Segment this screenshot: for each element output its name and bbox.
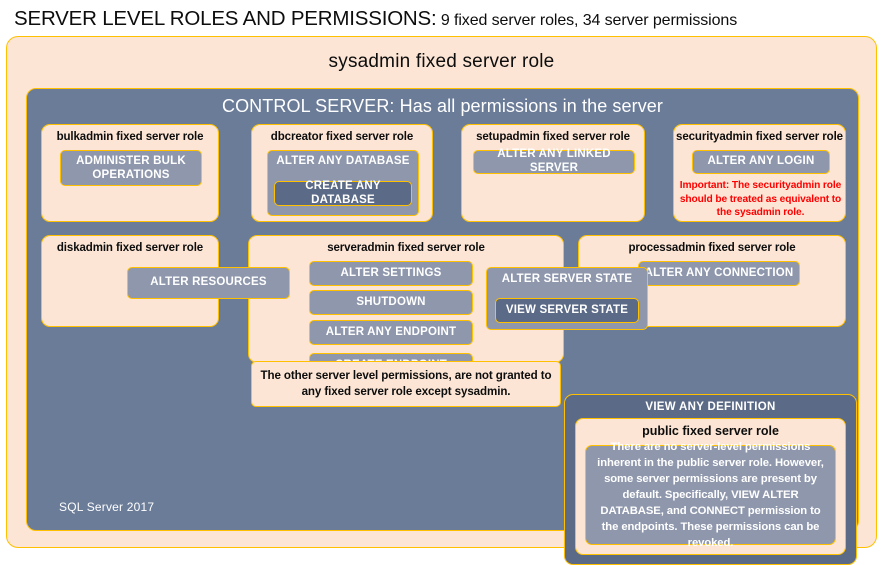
role-card-dbcreator: dbcreator fixed server role ALTER ANY DA… <box>251 124 433 222</box>
other-permissions-note: The other server level permissions, are … <box>251 361 561 407</box>
securityadmin-important-note: Important: The securityadmin role should… <box>679 180 842 219</box>
permission-alter-any-connection[interactable]: ALTER ANY CONNECTION <box>638 261 800 286</box>
sysadmin-role-container: sysadmin fixed server role CONTROL SERVE… <box>6 36 877 565</box>
role-title-diskadmin: diskadmin fixed server role <box>56 242 204 254</box>
view-any-definition-label: VIEW ANY DEFINITION <box>645 401 776 413</box>
role-title-bulkadmin: bulkadmin fixed server role <box>56 131 204 143</box>
permission-alter-resources[interactable]: ALTER RESOURCES <box>127 267 290 299</box>
permission-administer-bulk-operations[interactable]: ADMINISTER BULK OPERATIONS <box>60 150 202 186</box>
role-title-processadmin: processadmin fixed server role <box>628 242 796 254</box>
permission-alter-server-state-label: ALTER SERVER STATE <box>501 273 633 285</box>
permission-alter-any-login[interactable]: ALTER ANY LOGIN <box>692 150 830 174</box>
permission-alter-any-database-label: ALTER ANY DATABASE <box>276 155 410 167</box>
role-card-securityadmin: securityadmin fixed server role ALTER AN… <box>673 124 846 222</box>
permission-shutdown[interactable]: SHUTDOWN <box>309 290 473 315</box>
role-card-public: public fixed server role There are no se… <box>575 418 846 555</box>
page-title-strong: SERVER LEVEL ROLES AND PERMISSIONS: <box>14 7 437 30</box>
permission-create-any-database[interactable]: CREATE ANY DATABASE <box>274 180 412 206</box>
role-title-serveradmin: serveradmin fixed server role <box>327 242 485 254</box>
sql-version-label: SQL Server 2017 <box>59 500 155 514</box>
page-title: SERVER LEVEL ROLES AND PERMISSIONS: 9 fi… <box>14 7 874 33</box>
role-card-bulkadmin: bulkadmin fixed server role ADMINISTER B… <box>41 124 219 222</box>
permission-alter-any-linked-server[interactable]: ALTER ANY LINKED SERVER <box>473 148 635 174</box>
role-title-setupadmin: setupadmin fixed server role <box>476 131 630 143</box>
role-title-public: public fixed server role <box>642 424 779 438</box>
view-any-definition-container: VIEW ANY DEFINITION public fixed server … <box>564 394 857 565</box>
role-card-setupadmin: setupadmin fixed server role ALTER ANY L… <box>461 124 645 222</box>
control-server-label: CONTROL SERVER: Has all permissions in t… <box>221 96 664 116</box>
page-title-subtext: 9 fixed server roles, 34 server permissi… <box>436 12 738 29</box>
public-role-description: There are no server-level permissions in… <box>585 441 836 549</box>
sysadmin-role-label: sysadmin fixed server role <box>328 51 555 72</box>
role-title-dbcreator: dbcreator fixed server role <box>270 131 414 143</box>
permission-view-server-state[interactable]: VIEW SERVER STATE <box>495 298 639 323</box>
permission-alter-settings[interactable]: ALTER SETTINGS <box>309 261 473 286</box>
role-title-securityadmin: securityadmin fixed server role <box>676 131 843 143</box>
permission-alter-any-endpoint[interactable]: ALTER ANY ENDPOINT <box>309 320 473 345</box>
control-server-panel: CONTROL SERVER: Has all permissions in t… <box>26 88 859 565</box>
